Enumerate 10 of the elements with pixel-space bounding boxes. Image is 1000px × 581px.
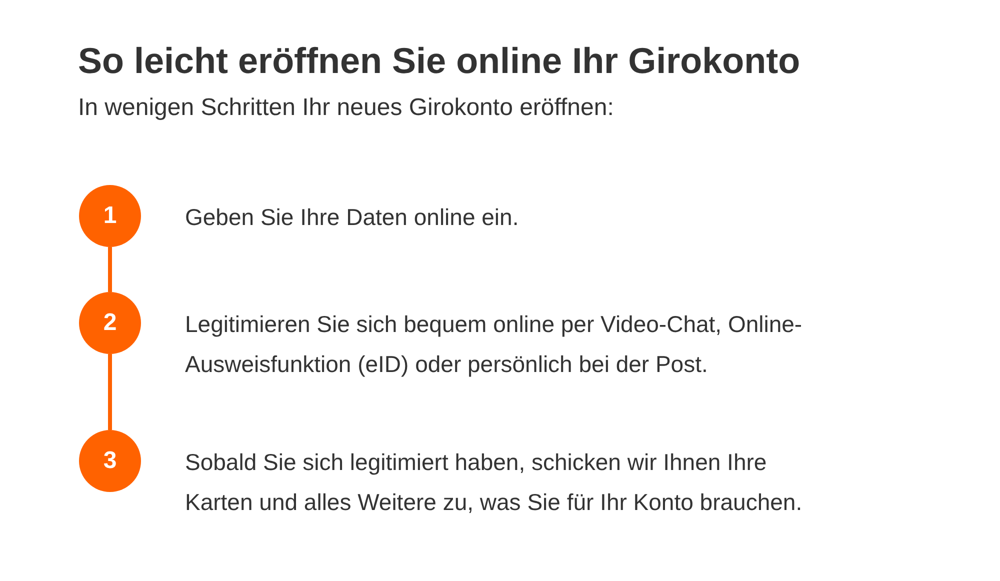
connector-line bbox=[108, 247, 112, 292]
step-text: Geben Sie Ihre Daten online ein. bbox=[185, 203, 520, 232]
step-number: 2 bbox=[103, 309, 117, 337]
heading: So leicht eröffnen Sie online Ihr Girokonto bbox=[78, 39, 800, 83]
step-text: Sobald Sie sich legitimiert haben, schicken wir Ihnen Ihre Karten und alles Weitere zu, was Sie für Ihr Konto brauchen. bbox=[185, 448, 804, 517]
step-text: Legitimieren Sie sich bequem online per Video-Chat, Online-Ausweisfunktion (eID) oder persönlich bei der Post. bbox=[185, 310, 804, 379]
step-number: 3 bbox=[103, 447, 117, 475]
step-number: 1 bbox=[103, 202, 117, 230]
connector-line bbox=[108, 354, 112, 430]
subheading: In wenigen Schritten Ihr neues Girokonto eröffnen: bbox=[78, 93, 614, 123]
